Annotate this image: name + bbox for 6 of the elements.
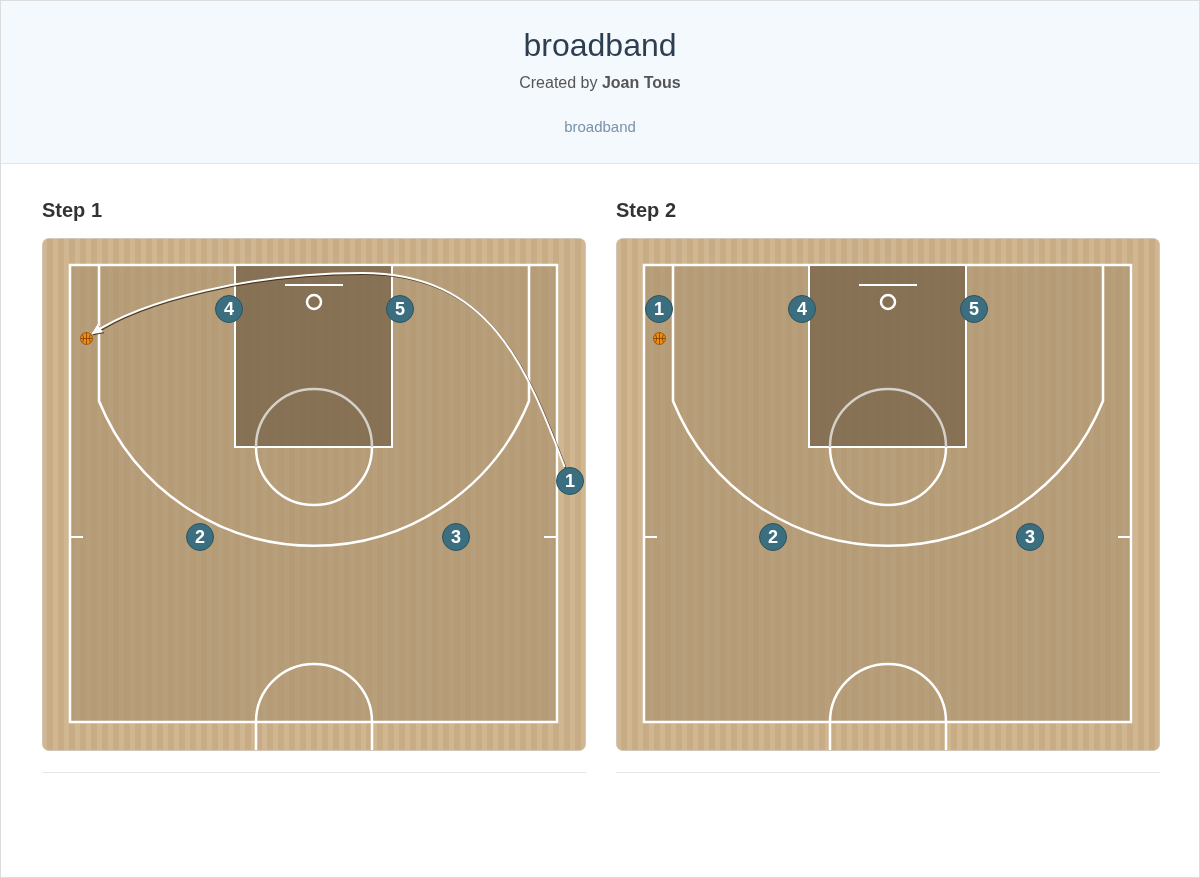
- step-heading: Step 2: [616, 198, 677, 222]
- play-subtitle: broadband: [564, 117, 636, 137]
- author-credit: Created by Joan Tous: [519, 73, 681, 93]
- movement-arrow: [91, 272, 566, 468]
- page-title: broadband: [523, 26, 677, 64]
- step-heading: Step 1: [42, 198, 103, 222]
